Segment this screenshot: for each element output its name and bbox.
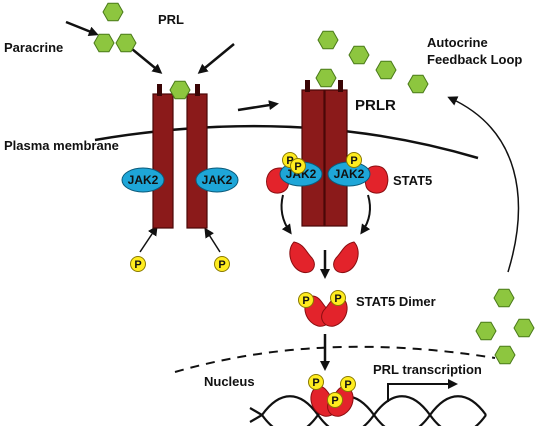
jak2-left-1: JAK2 <box>121 167 165 193</box>
phospho-arrow-right <box>204 227 221 253</box>
prl-hexagon <box>93 33 115 53</box>
plasma-membrane-line <box>94 124 479 160</box>
phosphate-group: P <box>340 376 356 392</box>
stat5-label: STAT5 <box>393 173 432 188</box>
paracrine-label: Paracrine <box>4 40 63 55</box>
phosphate-label: P <box>302 295 309 307</box>
transcription-arrow <box>387 379 458 402</box>
phosphate-group: P <box>130 256 146 272</box>
prl-hexagon <box>169 80 191 100</box>
stat5-release-arrow-left <box>280 194 292 235</box>
phosphate-group: P <box>214 256 230 272</box>
phosphate-label: P <box>350 155 357 167</box>
autocrine-feedback-arrow <box>447 96 520 273</box>
phosphate-group: P <box>346 152 362 168</box>
jak2-label: JAK2 <box>202 173 233 187</box>
phosphate-label: P <box>312 377 319 389</box>
phospho-arrow-left <box>139 225 158 253</box>
phosphate-group: P <box>290 158 306 174</box>
nuclear-membrane-line <box>174 345 496 373</box>
plasma-membrane-label: Plasma membrane <box>4 138 119 153</box>
prl-hexagon <box>315 68 337 88</box>
jak2-left-2: JAK2 <box>195 167 239 193</box>
jak2-label: JAK2 <box>128 173 159 187</box>
prl-hexagon <box>348 45 370 65</box>
prl-hexagon <box>493 288 515 308</box>
autocrine-label-line1: Autocrine <box>427 35 488 50</box>
prlr-inactive <box>152 84 208 229</box>
prlr-active <box>301 80 348 227</box>
phosphate-label: P <box>334 293 341 305</box>
jak2-label: JAK2 <box>334 167 365 181</box>
prl-hexagon <box>513 318 535 338</box>
prl-hexagon <box>375 60 397 80</box>
activation-arrow <box>237 100 279 112</box>
dna-helix <box>249 395 487 426</box>
prl-hexagon-list <box>93 2 535 365</box>
phosphate-group: P <box>330 290 346 306</box>
prl-hexagon <box>115 33 137 53</box>
phosphate-label: P <box>344 379 351 391</box>
phosphate-group: P <box>327 392 343 408</box>
stat5-monomer-left <box>289 241 315 274</box>
phosphate-label: P <box>134 259 141 271</box>
prl-transcription-label: PRL transcription <box>373 362 482 377</box>
phosphate-group: P <box>308 374 324 390</box>
phosphate-group: P <box>298 292 314 308</box>
jak2-right-2: JAK2 <box>327 161 371 187</box>
phosphate-label: P <box>218 259 225 271</box>
stat5-dimer-label: STAT5 Dimer <box>356 294 436 309</box>
prl-hexagon <box>102 2 124 22</box>
nucleus-label: Nucleus <box>204 374 255 389</box>
prl-hexagon <box>317 30 339 50</box>
phosphate-label: P <box>294 161 301 173</box>
paracrine-arrow-top <box>65 20 99 37</box>
autocrine-label-line2: Feedback Loop <box>427 52 522 67</box>
phosphate-label: P <box>331 395 338 407</box>
stat5-release-arrow-right <box>360 194 371 235</box>
stat5-monomer-right <box>333 241 359 274</box>
prl-hexagon <box>475 321 497 341</box>
phosphate-label: P <box>286 155 293 167</box>
prl-hexagon <box>407 74 429 94</box>
prlr-label: PRLR <box>355 97 396 114</box>
prl-label: PRL <box>158 12 184 27</box>
prl-arrow-right <box>197 43 235 74</box>
prl-hexagon <box>494 345 516 365</box>
